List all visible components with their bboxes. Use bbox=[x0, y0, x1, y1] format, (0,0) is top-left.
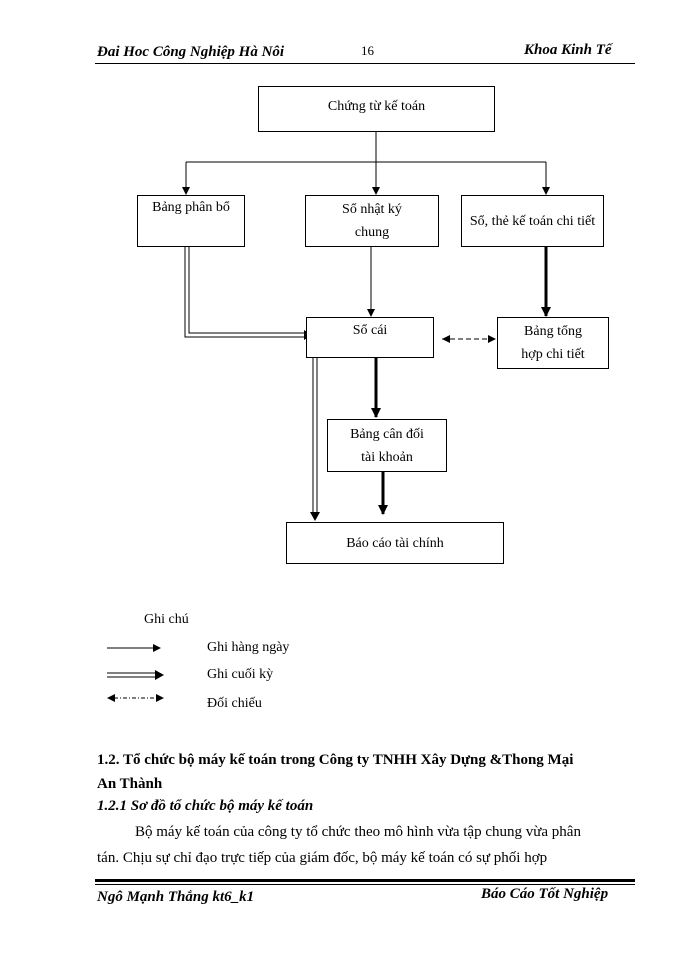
legend-title: Ghi chú bbox=[144, 612, 189, 627]
box-bang-tong-hop-chi-tiet: Bảng tổng hợp chi tiết bbox=[497, 317, 609, 369]
box-so-the-chi-tiet-label: Sổ, thẻ kế toán chi tiết bbox=[469, 213, 596, 229]
daily-connector-top bbox=[182, 132, 550, 195]
box-bao-cao-tai-chinh: Báo cáo tài chính bbox=[286, 522, 504, 564]
box-bang-tong-hop-label: Bảng tổng hợp chi tiết bbox=[521, 324, 585, 362]
compare-connector bbox=[442, 335, 496, 343]
legend-compare-label: Đối chiếu bbox=[207, 696, 262, 711]
footer-left: Ngô Mạnh Thắng kt6_k1 bbox=[97, 889, 255, 905]
section-heading: 1.2. Tổ chức bộ máy kế toán trong Công t… bbox=[97, 752, 574, 768]
legend-daily-label: Ghi hàng ngày bbox=[207, 640, 290, 655]
box-so-the-chi-tiet: Sổ, thẻ kế toán chi tiết bbox=[461, 195, 604, 247]
footer-rule bbox=[95, 879, 635, 882]
header-right: Khoa Kinh Tế bbox=[524, 42, 612, 58]
footer-rule-thin bbox=[95, 884, 635, 885]
box-so-cai-label: Sổ cái bbox=[352, 323, 388, 338]
footer-right: Báo Cáo Tốt Nghiệp bbox=[481, 886, 609, 902]
period-connector-ledger-report bbox=[310, 358, 320, 521]
paragraph-line-1: Bộ máy kế toán của công ty tổ chức theo … bbox=[135, 824, 581, 840]
header-rule bbox=[95, 63, 635, 64]
paragraph-line-2: tán. Chịu sự chỉ đạo trực tiếp của giám … bbox=[97, 850, 548, 866]
header-left: Đai Hoc Công Nghiệp Hà Nôi bbox=[97, 44, 285, 60]
legend-period-arrow bbox=[107, 670, 164, 680]
box-so-nhat-ky-label: Sổ nhật ký chung bbox=[342, 202, 402, 240]
box-so-nhat-ky-chung: Sổ nhật ký chung bbox=[305, 195, 439, 247]
period-connector-allocation bbox=[184, 247, 312, 340]
box-bang-can-doi-tai-khoan: Bảng cân đối tài khoản bbox=[327, 419, 447, 472]
page-number: 16 bbox=[361, 43, 374, 58]
box-chung-tu-ke-toan: Chứng từ kế toán bbox=[258, 86, 495, 132]
legend-compare-arrow bbox=[107, 694, 164, 702]
box-bang-phan-bo: Bảng phân bổ bbox=[137, 195, 245, 247]
section-heading-cont: An Thành bbox=[97, 776, 163, 792]
box-bang-can-doi-label: Bảng cân đối tài khoản bbox=[350, 426, 424, 465]
box-bao-cao-label: Báo cáo tài chính bbox=[346, 535, 444, 551]
box-bang-phan-bo-label: Bảng phân bổ bbox=[152, 200, 230, 215]
legend-period-label: Ghi cuối kỳ bbox=[207, 667, 274, 682]
box-so-cai: Sổ cái bbox=[306, 317, 434, 358]
box-chung-tu-label: Chứng từ kế toán bbox=[327, 99, 426, 114]
subsection-heading: 1.2.1 Sơ đồ tổ chức bộ máy kế toán bbox=[97, 798, 314, 814]
